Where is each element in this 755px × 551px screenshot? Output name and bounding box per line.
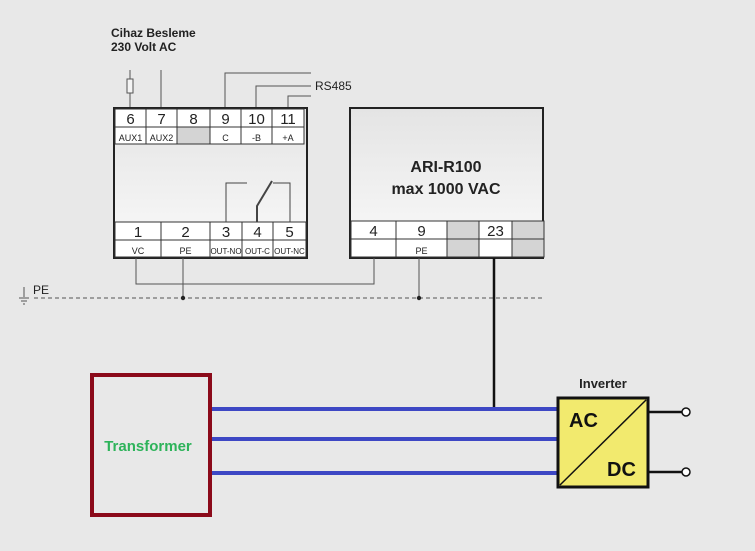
terminal-label: OUT-NO <box>210 247 241 256</box>
supply-label-line1: Cihaz Besleme <box>111 26 196 40</box>
terminal-number: 9 <box>221 111 229 128</box>
terminal-label: AUX1 <box>119 133 143 143</box>
terminal-number: 6 <box>126 111 134 128</box>
pe-label: PE <box>33 283 49 297</box>
pe-wiring <box>34 258 545 299</box>
supply-label-line2: 230 Volt AC <box>111 40 177 54</box>
terminal-label: AUX2 <box>150 133 174 143</box>
inverter-title: Inverter <box>579 376 627 391</box>
relay-top-terminal: 8 <box>176 108 211 145</box>
relay-top-terminal: 11 +A <box>271 108 305 145</box>
terminal-number: 5 <box>285 224 293 241</box>
inverter-ac-label: AC <box>569 410 598 432</box>
dc-terminal-positive <box>681 407 691 417</box>
relay-contact-icon <box>225 180 291 222</box>
relay-bottom-terminal: 1VC <box>114 221 162 258</box>
terminal-label: OUT-NC <box>274 247 305 256</box>
ari-device-name: ARI-R100 <box>410 159 481 176</box>
terminal-number: 23 <box>487 223 504 240</box>
phase-lines <box>212 407 558 475</box>
ari-terminal: 23 <box>478 220 513 258</box>
ari-r100-device: ARI-R100 max 1000 VAC 4 9PE 23 <box>349 107 545 259</box>
rs485-wires <box>224 72 311 108</box>
terminal-label: C <box>222 133 229 143</box>
ari-terminal: 9PE <box>395 220 448 258</box>
terminal-label: -B <box>252 133 261 143</box>
terminal-label: OUT-C <box>245 247 270 256</box>
terminal-label: PE <box>415 246 427 256</box>
terminal-number: 8 <box>189 111 197 128</box>
relay-top-terminal: 10 -B <box>240 108 273 145</box>
ari-terminal: 4 <box>350 220 397 258</box>
ground-icon <box>19 287 29 305</box>
supply-wires <box>126 70 162 108</box>
terminal-number: 4 <box>369 223 377 240</box>
transformer: Transformer <box>90 373 212 517</box>
terminal-number: 3 <box>222 224 230 241</box>
inverter-dc-label: DC <box>607 459 636 481</box>
terminal-number: 7 <box>157 111 165 128</box>
terminal-number: 2 <box>181 224 189 241</box>
terminal-number: 11 <box>280 111 296 128</box>
transformer-label: Transformer <box>104 438 192 455</box>
inverter: Inverter AC DC <box>556 376 691 489</box>
ari-device-rating: max 1000 VAC <box>391 181 501 198</box>
terminal-label: VC <box>132 246 145 256</box>
relay-bottom-terminal: 2PE <box>160 221 211 258</box>
junction-dot <box>180 295 186 301</box>
terminal-number: 9 <box>417 223 425 240</box>
terminal-number: 4 <box>253 224 261 241</box>
dc-terminal-negative <box>681 467 691 477</box>
terminal-number: 1 <box>134 224 142 241</box>
ari-terminal <box>446 220 480 258</box>
fuse-icon <box>126 78 134 94</box>
rs485-label: RS485 <box>315 79 352 93</box>
transformer-box <box>90 373 212 517</box>
ari-terminal <box>511 220 545 258</box>
terminal-label: +A <box>282 133 293 143</box>
inverter-diagonal <box>559 399 647 486</box>
relay-top-terminal: 9C <box>209 108 242 145</box>
terminal-label: PE <box>179 246 191 256</box>
terminal-number: 10 <box>248 111 265 128</box>
junction-dot <box>416 295 422 301</box>
